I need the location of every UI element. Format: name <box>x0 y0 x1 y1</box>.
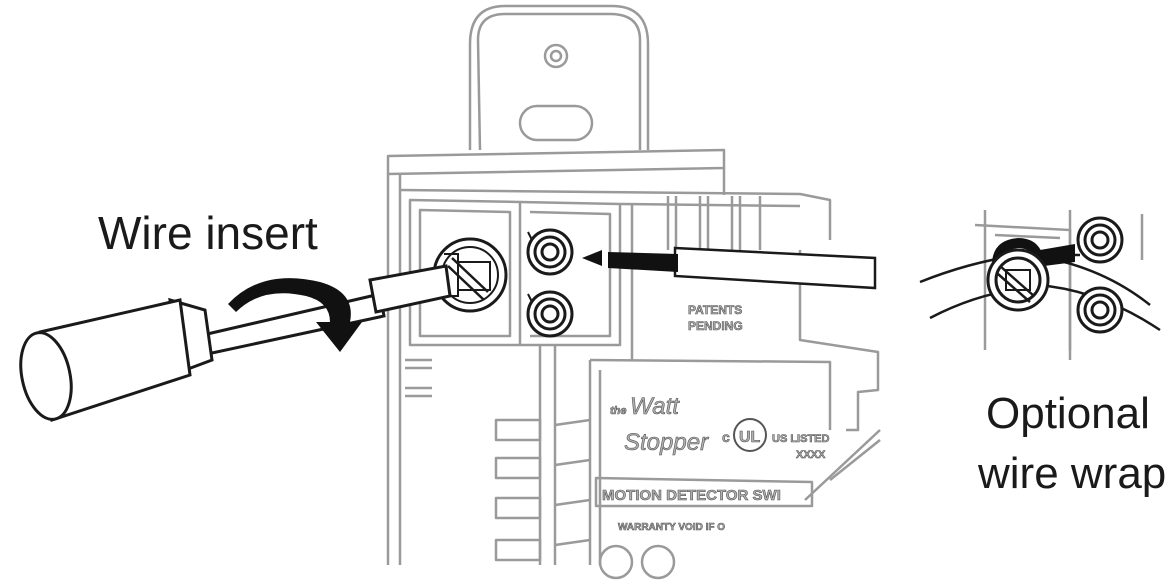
ul-c: c <box>722 429 730 445</box>
inset-screws <box>986 216 1124 334</box>
ul-mark: UL <box>739 429 761 446</box>
inset-wrap <box>992 238 1075 268</box>
brand-watt: Watt <box>630 393 680 420</box>
switch-body <box>386 4 881 580</box>
ul-code: XXXX <box>796 449 826 461</box>
rotate-arrow-icon <box>228 278 362 352</box>
label-wire-wrap: wire wrap <box>978 449 1167 498</box>
label-wire-insert: Wire insert <box>98 207 318 259</box>
patents-text: PATENTS <box>688 303 742 317</box>
brand-stopper: Stopper <box>624 429 709 456</box>
wire-wrap-inset <box>974 210 1144 360</box>
screwdriver-icon <box>19 264 452 422</box>
ul-logo: UL <box>733 418 767 452</box>
ul-us-listed: US LISTED <box>772 433 830 445</box>
insert-arrow-icon <box>582 250 602 266</box>
brand-the: the <box>610 405 627 417</box>
label-optional: Optional <box>986 389 1150 438</box>
terminal-screw-lower <box>526 290 574 338</box>
terminal-screw-upper <box>526 228 574 276</box>
terminal-screws <box>432 228 574 338</box>
device-text: PATENTS PENDING the Watt Stopper c US LI… <box>602 303 830 534</box>
product-name: MOTION DETECTOR SWI <box>602 487 781 504</box>
insert-wire <box>582 246 877 290</box>
warranty-text: WARRANTY VOID IF O <box>618 522 725 533</box>
pending-text: PENDING <box>688 319 743 333</box>
